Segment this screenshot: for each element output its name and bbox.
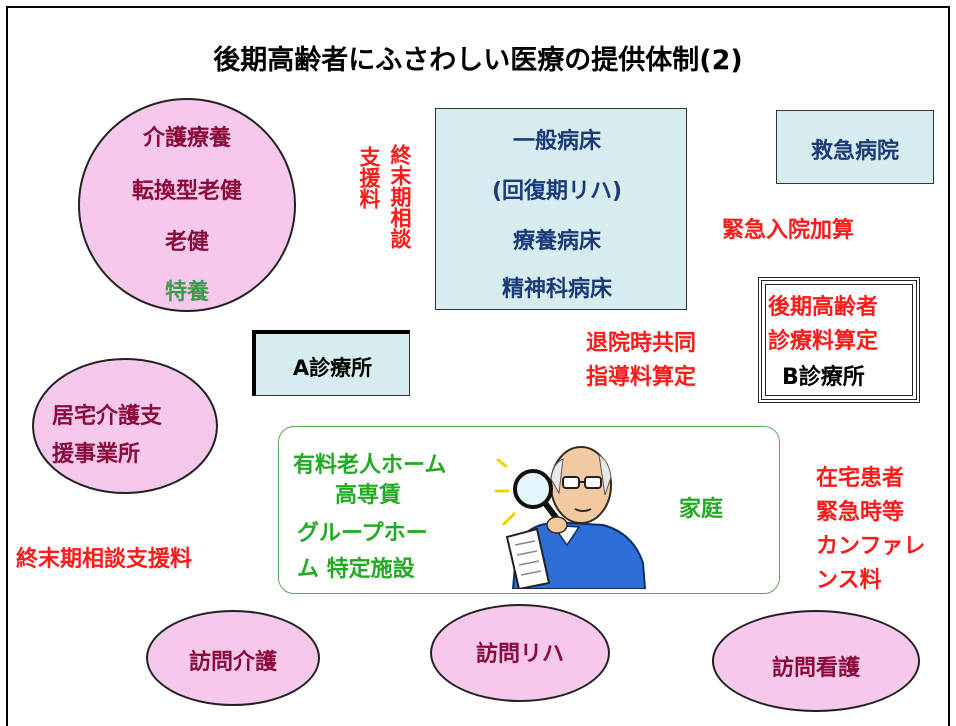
nursing-facilities-ellipse: 介護療養 転換型老健 老健 特養 (78, 98, 296, 312)
clinic-b-line1: 後期高齢者 (768, 295, 879, 320)
ward-recovery-rehab: (回復期リハ) (491, 179, 623, 204)
home-conference-line4: ンス料 (816, 568, 882, 593)
visit-care-ellipse: 訪問介護 (146, 610, 320, 706)
ward-psychiatric: 精神科病床 (501, 277, 612, 302)
clinic-b-box: 後期高齢者 診療料算定 B診療所 (758, 277, 920, 403)
visit-care-label: 訪問介護 (188, 650, 277, 675)
home-conference-line1: 在宅患者 (816, 466, 905, 491)
terminal-support-vertical-col1: 支援料 (357, 146, 382, 209)
elderly-man-illustration-icon (495, 446, 647, 589)
residence-line1: 有料老人ホーム (293, 453, 447, 478)
vertical-text-col2: 終末期相談 (388, 144, 412, 249)
clinic-a-box: A診療所 (252, 330, 410, 396)
visit-nursing-ellipse: 訪問看護 (712, 610, 920, 712)
clinic-b-label: B診療所 (782, 365, 865, 390)
ward-long-term-care: 療養病床 (512, 229, 601, 254)
facility-roken: 老健 (164, 230, 209, 255)
home-conference-line2: 緊急時等 (816, 500, 905, 525)
slide-frame (6, 6, 950, 726)
visit-rehab-ellipse: 訪問リハ (430, 604, 610, 702)
home-care-support-ellipse: 居宅介護支 援事業所 (32, 358, 218, 494)
emergency-hospital-label: 救急病院 (810, 139, 899, 164)
emergency-hospital-box: 救急病院 (776, 110, 934, 184)
home-care-support-line1: 居宅介護支 (52, 404, 163, 429)
home-label: 家庭 (679, 497, 724, 522)
discharge-guidance-line2: 指導料算定 (586, 365, 697, 390)
visit-nursing-label: 訪問看護 (771, 656, 860, 681)
facility-kaigo-ryouyou: 介護療養 (142, 126, 231, 151)
home-conference-line3: カンファレ (816, 534, 926, 559)
emergency-admission-label: 緊急入院加算 (722, 218, 855, 243)
terminal-support-vertical-col2: 終末期相談 (388, 144, 413, 249)
slide-title: 後期高齢者にふさわしい医療の提供体制(2) (213, 45, 743, 76)
residence-line4: ム 特定施設 (297, 557, 415, 582)
visit-rehab-label: 訪問リハ (475, 642, 564, 667)
residence-box: 有料老人ホーム 高専賃 グループホー ム 特定施設 家庭 (278, 426, 780, 594)
residence-line3: グループホー (297, 521, 428, 546)
clinic-a-label: A診療所 (292, 356, 373, 380)
facility-tokuyou: 特養 (164, 280, 209, 305)
terminal-support-horizontal: 終末期相談支援料 (16, 547, 193, 572)
facility-tenkan-roken: 転換型老健 (131, 179, 242, 204)
hospital-wards-box: 一般病床 (回復期リハ) 療養病床 精神科病床 (435, 108, 687, 310)
discharge-guidance-line1: 退院時共同 (586, 331, 697, 356)
vertical-text-col1: 支援料 (357, 146, 381, 209)
clinic-b-line2: 診療料算定 (768, 329, 879, 354)
home-care-support-line2: 援事業所 (52, 442, 141, 467)
ward-general: 一般病床 (512, 129, 601, 154)
residence-line2: 高専賃 (335, 483, 402, 508)
